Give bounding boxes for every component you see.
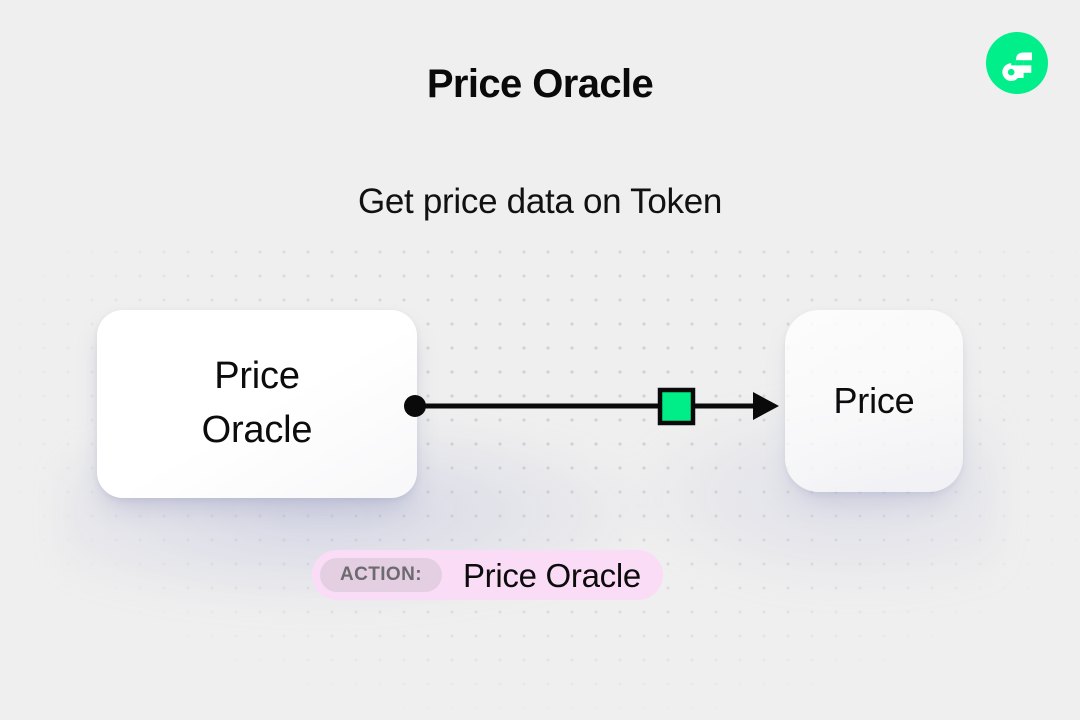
node-target-label: Price <box>833 379 915 421</box>
action-badge-value: Price Oracle <box>462 556 641 594</box>
flow-logo-icon <box>986 32 1048 94</box>
node-source-label-line-1: Price <box>214 355 300 398</box>
action-badge-chip-label: ACTION: <box>320 558 442 592</box>
node-source-label-line-2: Oracle <box>201 409 313 451</box>
green-square-marker-icon[interactable] <box>657 387 696 426</box>
page-subtitle: Get price data on Token <box>357 182 723 221</box>
arrowhead-icon <box>753 392 779 420</box>
connector-edge <box>395 380 795 432</box>
node-source-label: Price Oracle <box>202 350 313 458</box>
action-badge[interactable]: ACTION: Price Oracle <box>312 550 663 600</box>
node-price-oracle[interactable]: Price Oracle <box>97 310 417 498</box>
page-title: Price Oracle <box>426 62 654 106</box>
node-price[interactable]: Price <box>785 310 963 492</box>
